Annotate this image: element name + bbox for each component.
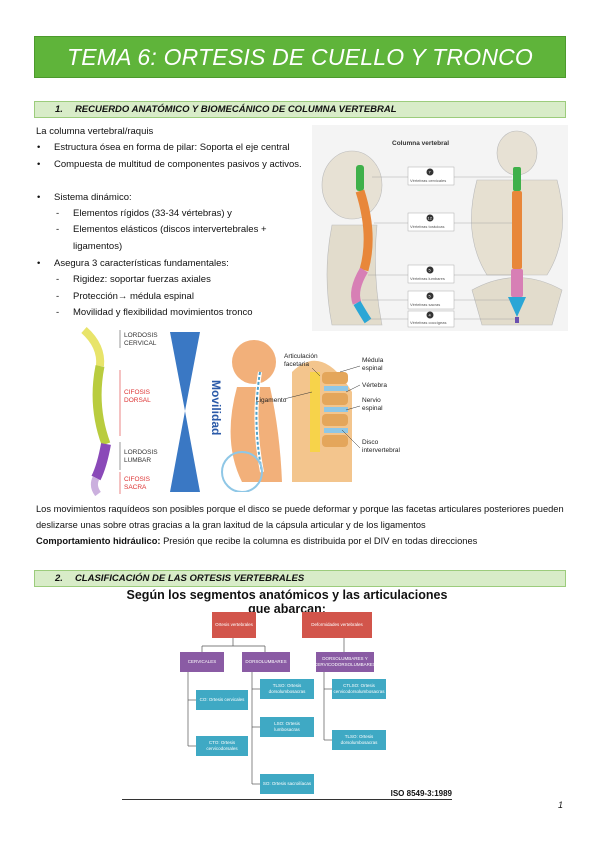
intro-text: La columna vertebral/raquis bbox=[36, 126, 154, 137]
bullet-item: • Sistema dinámico: bbox=[37, 190, 132, 207]
bullet-text: Estructura ósea en forma de pilar: Sopor… bbox=[54, 142, 290, 153]
bullet-item: • Estructura ósea en forma de pilar: Sop… bbox=[37, 140, 314, 157]
curve-label-cervical-2: CERVICAL bbox=[124, 340, 157, 347]
section-2-number: 2. bbox=[55, 573, 63, 584]
svg-text:7: 7 bbox=[429, 170, 432, 175]
svg-text:5: 5 bbox=[429, 268, 432, 273]
svg-text:Vértebras cervicales: Vértebras cervicales bbox=[410, 178, 446, 183]
section-1-label: RECUERDO ANATÓMICO Y BIOMECÁNICO DE COLU… bbox=[74, 104, 397, 115]
hydraulic-label: Comportamiento hidráulico: bbox=[36, 536, 161, 546]
bullet-text: Asegura 3 características fundamentales: bbox=[54, 258, 229, 269]
sub-item: - Protección→ médula espinal bbox=[56, 291, 194, 302]
node-cervicales: CERVICALES bbox=[180, 652, 224, 672]
section-1-heading: 1. RECUERDO ANATÓMICO Y BIOMECÁNICO DE C… bbox=[34, 101, 566, 118]
sub-text: Movilidad y flexibilidad movimientos tro… bbox=[73, 307, 253, 318]
node-co: CO: Ortesis cervicales bbox=[196, 690, 248, 710]
page-number: 1 bbox=[557, 800, 563, 810]
section-2-label: CLASIFICACIÓN DE LAS ORTESIS VERTEBRALES bbox=[74, 573, 305, 584]
node-ctlso: CTLSO: Ortesis cervicodorsolumbosacras bbox=[332, 679, 386, 699]
node-ortesis-vertebrales: Ortesis vertebrales bbox=[212, 612, 256, 638]
spine-anatomy-figure: Columna vertebral 7 Vértebras cervicales… bbox=[312, 125, 568, 331]
svg-text:LORDOSIS: LORDOSIS bbox=[124, 449, 158, 456]
svg-text:Nervio: Nervio bbox=[362, 397, 381, 404]
node-dorsolumbares-cervico: DORSOLUMBARES Y CERVICODORSOLUMBARES bbox=[314, 652, 376, 672]
joint-label-ligamento: Ligamento bbox=[256, 397, 287, 404]
paragraph-hydraulic: Comportamiento hidráulico: Presión que r… bbox=[36, 533, 566, 549]
sub-item: - Elementos elásticos (discos interverte… bbox=[56, 224, 267, 252]
joint-label-vertebra: Vértebra bbox=[362, 382, 387, 389]
node-lso: LSO: Ortesis lumbosacras bbox=[260, 717, 314, 737]
bullet-dot-icon: • bbox=[37, 142, 41, 153]
hydraulic-text: Presión que recibe la columna es distrib… bbox=[160, 536, 478, 546]
svg-text:SACRA: SACRA bbox=[124, 484, 147, 491]
bullet-item: • Compuesta de multitud de componentes p… bbox=[37, 157, 304, 174]
svg-text:Vértebras sacras: Vértebras sacras bbox=[410, 302, 440, 307]
diagram-connectors bbox=[187, 638, 345, 785]
spine-curves-figure: LORDOSIS CERVICAL CIFOSIS DORSAL LORDOSI… bbox=[81, 327, 222, 496]
curve-label-cervical-1: LORDOSIS bbox=[124, 332, 158, 339]
sub-item: - Elementos rígidos (33-34 vértebras) y bbox=[56, 208, 232, 219]
bullet-dot-icon: • bbox=[37, 192, 41, 203]
diagram-divider bbox=[122, 799, 452, 800]
bullet-dot-icon: • bbox=[37, 258, 41, 269]
svg-text:espinal: espinal bbox=[362, 365, 383, 372]
svg-text:CIFOSIS: CIFOSIS bbox=[124, 476, 151, 483]
spine-joint-figure: Articulación facetaria Ligamento Médula … bbox=[221, 340, 400, 492]
sub-item: - Movilidad y flexibilidad movimientos t… bbox=[56, 307, 253, 318]
classification-diagram: Según los segmentos anatómicos y las art… bbox=[122, 588, 452, 800]
sub-text: Elementos elásticos (discos intervertebr… bbox=[73, 224, 267, 252]
svg-text:Vértebras torácicas: Vértebras torácicas bbox=[410, 224, 444, 229]
bullet-text: Sistema dinámico: bbox=[54, 192, 132, 203]
bullet-text: Compuesta de multitud de componentes pas… bbox=[54, 159, 302, 170]
section-1-number: 1. bbox=[55, 104, 63, 115]
spine-fig-heading: Columna vertebral bbox=[392, 140, 449, 147]
svg-text:4: 4 bbox=[429, 313, 432, 318]
title-banner: TEMA 6: ORTESIS DE CUELLO Y TRONCO bbox=[34, 36, 566, 78]
bullet-dot-icon: • bbox=[37, 159, 41, 170]
svg-text:CIFOSIS: CIFOSIS bbox=[124, 389, 151, 396]
node-so: SO: Ortesis sacroilíacas bbox=[260, 774, 314, 794]
page-title: TEMA 6: ORTESIS DE CUELLO Y TRONCO bbox=[66, 43, 534, 70]
svg-text:DORSAL: DORSAL bbox=[124, 397, 151, 404]
sub-text: Rigidez: soportar fuerzas axiales bbox=[73, 274, 211, 285]
svg-text:espinal: espinal bbox=[362, 405, 383, 412]
svg-text:12: 12 bbox=[428, 216, 433, 221]
sub-text: Protección→ médula espinal bbox=[73, 291, 194, 302]
svg-text:LUMBAR: LUMBAR bbox=[124, 457, 151, 464]
svg-text:facetaria: facetaria bbox=[284, 361, 309, 368]
bullet-item: • Asegura 3 características fundamentale… bbox=[37, 256, 229, 273]
movilidad-label: Movilidad bbox=[209, 380, 222, 435]
iso-reference: ISO 8549-3:1989 bbox=[390, 789, 452, 798]
node-cto: CTO: Ortesis cervicodorsales bbox=[196, 736, 248, 756]
node-deformidades: Deformidades vertebrales bbox=[302, 612, 372, 638]
joint-label-articulacion: Articulación bbox=[284, 353, 318, 360]
node-tlso-2: TLSO: Ortesis dorsolumbosacras bbox=[332, 730, 386, 750]
svg-text:Médula: Médula bbox=[362, 357, 384, 364]
paragraph-movements: Los movimientos raquídeos son posibles p… bbox=[36, 504, 564, 530]
svg-text:intervertebral: intervertebral bbox=[362, 447, 400, 454]
sub-item: - Rigidez: soportar fuerzas axiales bbox=[56, 274, 211, 285]
svg-text:5: 5 bbox=[429, 294, 432, 299]
svg-text:Vértebras lumbares: Vértebras lumbares bbox=[410, 276, 445, 281]
svg-text:Vértebras coccígeas: Vértebras coccígeas bbox=[410, 320, 446, 325]
section-2-heading: 2. CLASIFICACIÓN DE LAS ORTESIS VERTEBRA… bbox=[34, 570, 566, 587]
node-dorsolumbares: DORSOLUMBARES bbox=[242, 652, 290, 672]
svg-text:Disco: Disco bbox=[362, 439, 379, 446]
sub-text: Elementos rígidos (33-34 vértebras) y bbox=[73, 208, 232, 219]
node-tlso: TLSO: Ortesis dorsolumbosacras bbox=[260, 679, 314, 699]
